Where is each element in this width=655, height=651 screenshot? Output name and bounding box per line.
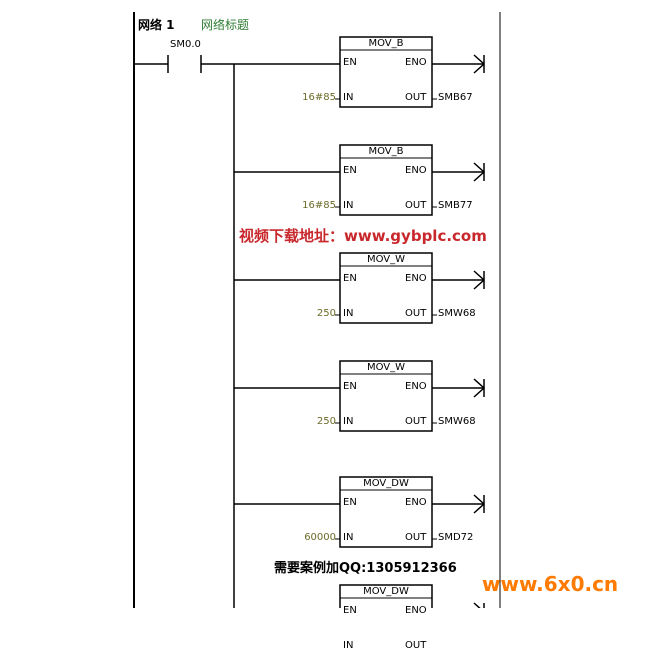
en-pin-label: EN — [343, 273, 357, 284]
function-block[interactable] — [339, 36, 433, 108]
out-operand[interactable]: SMB67 — [438, 92, 473, 103]
eno-pin-label: ENO — [405, 57, 427, 68]
block-title: MOV_W — [366, 254, 406, 265]
function-block[interactable] — [339, 144, 433, 216]
network-title[interactable]: 网络标题 — [201, 18, 250, 32]
network-label: 网络 1 — [138, 18, 175, 32]
contact-label: SM0.0 — [170, 39, 201, 50]
in-operand[interactable]: 250 — [316, 308, 336, 319]
eno-arrow-icon — [473, 602, 485, 608]
in-pin-label: IN — [343, 92, 354, 103]
eno-arrow-icon — [473, 54, 486, 74]
eno-arrow-icon — [473, 378, 486, 398]
ladder-diagram — [133, 12, 501, 608]
in-pin-label: IN — [343, 416, 354, 427]
in-operand[interactable]: 16#85 — [302, 92, 336, 103]
en-pin-label: EN — [343, 381, 357, 392]
eno-pin-label: ENO — [405, 273, 427, 284]
block-title: MOV_DW — [363, 586, 409, 597]
en-pin-label: EN — [343, 605, 357, 616]
out-pin-label: OUT — [405, 640, 427, 651]
block-title: MOV_DW — [363, 478, 409, 489]
en-pin-label: EN — [343, 165, 357, 176]
in-pin-label: IN — [343, 308, 354, 319]
eno-arrow-icon — [473, 270, 486, 290]
out-operand[interactable]: SMB77 — [438, 200, 473, 211]
in-pin-label: IN — [343, 640, 354, 651]
eno-pin-label: ENO — [405, 497, 427, 508]
video-watermark: 视频下载地址：www.gybplc.com — [239, 227, 487, 245]
out-pin-label: OUT — [405, 532, 427, 543]
in-operand[interactable]: 250 — [316, 416, 336, 427]
block-title: MOV_W — [366, 362, 406, 373]
in-pin-label: IN — [343, 200, 354, 211]
in-operand[interactable]: 60000 — [304, 532, 336, 543]
eno-pin-label: ENO — [405, 165, 427, 176]
out-pin-label: OUT — [405, 308, 427, 319]
out-pin-label: OUT — [405, 200, 427, 211]
qq-watermark: 需要案例加QQ:1305912366 — [274, 561, 457, 576]
eno-pin-label: ENO — [405, 605, 427, 616]
in-operand[interactable]: 16#85 — [302, 200, 336, 211]
block-title: MOV_B — [368, 38, 404, 49]
out-pin-label: OUT — [405, 92, 427, 103]
eno-arrow-icon — [473, 162, 486, 182]
eno-arrow-icon — [473, 494, 486, 514]
site-logo: www.6x0.cn — [482, 572, 619, 596]
function-block[interactable] — [339, 360, 433, 432]
function-block[interactable] — [339, 252, 433, 324]
block-title: MOV_B — [368, 146, 404, 157]
out-pin-label: OUT — [405, 416, 427, 427]
function-block[interactable] — [339, 476, 433, 548]
in-pin-label: IN — [343, 532, 354, 543]
en-pin-label: EN — [343, 57, 357, 68]
en-pin-label: EN — [343, 497, 357, 508]
out-operand[interactable]: SMW68 — [438, 308, 476, 319]
eno-pin-label: ENO — [405, 381, 427, 392]
function-block[interactable] — [339, 584, 433, 608]
out-operand[interactable]: SMD72 — [438, 532, 474, 543]
out-operand[interactable]: SMW68 — [438, 416, 476, 427]
